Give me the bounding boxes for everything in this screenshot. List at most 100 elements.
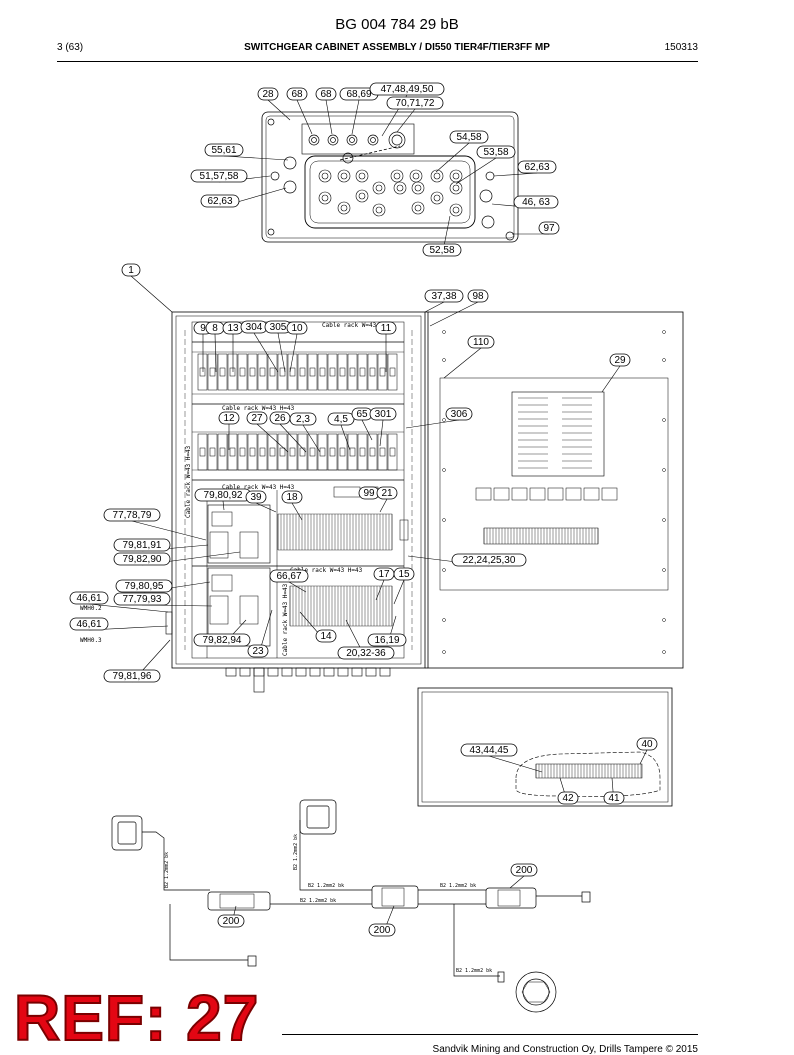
callout-balloon [193,633,251,647]
callout-number: 47,48,49,50 [381,84,434,95]
cable-gland [318,169,332,183]
cable-gland [411,181,425,195]
cabinet-section-view [417,687,673,807]
callout-number: 79,81,91 [123,540,162,551]
callout-number: 97 [543,223,555,234]
callout-number: 20,32-36 [346,648,386,659]
callout-number: 305 [270,322,287,333]
callout-number: 11 [381,323,392,334]
leader-line [424,301,445,313]
leader-line [639,749,648,765]
callout-balloon [451,553,527,567]
callout-balloon [517,160,557,174]
circuit-breaker [317,433,328,471]
callout-balloon [281,490,303,504]
leader-line [130,275,173,313]
callout-number: 18 [286,492,298,503]
circuit-breaker [357,353,368,391]
date-code: 150313 [664,42,698,53]
callout-number: 98 [472,291,484,302]
leader-line [288,581,307,593]
callout-balloon [113,592,171,606]
callout-balloon [113,552,171,566]
circuit-breaker [287,433,298,471]
cable-gland [253,667,265,677]
callout-number: 42 [562,793,574,804]
callout-balloon [445,407,473,421]
relay [601,487,618,501]
wire-spec-label: B2 1.2mm2 bk [164,852,170,888]
leader-line [279,423,307,453]
circuit-breaker [297,353,308,391]
callout-number: 14 [320,631,332,642]
circuit-breaker [297,433,308,471]
callout-number: 200 [374,925,391,936]
cable-gland [355,169,369,183]
circuit-breaker [287,353,298,391]
leader-line [291,502,303,521]
callout-number: 40 [641,739,653,750]
circuit-breaker [207,433,218,471]
circuit-breaker [377,353,388,391]
footer-rule [282,1034,698,1035]
cable-gland [337,201,351,215]
callout-number: 16,19 [374,635,399,646]
callout-number: 12 [223,413,235,424]
callout-balloon [386,96,444,110]
circuit-breaker [357,433,368,471]
cable-gland [411,201,425,215]
reference-label: REF: 27 [13,982,260,1054]
callout-number: 79,80,95 [125,581,164,592]
wire-spec-label: B2 1.2mm2 bk [456,968,492,974]
circuit-breaker [347,433,358,471]
leader-line [405,419,460,429]
cable-gland [393,181,407,195]
callout-number: 15 [398,569,410,580]
callout-number: 28 [262,89,274,100]
leader-line [379,419,384,447]
circuit-breaker [247,433,258,471]
cable-gland [318,191,332,205]
relay [565,487,582,501]
callout-balloon [257,87,279,101]
callout-balloon [69,591,109,605]
cable-gland [430,169,444,183]
leader-line [253,332,279,373]
leader-line [267,99,291,121]
circuit-breaker [337,353,348,391]
callout-balloon [204,143,244,157]
callout-balloon [115,579,173,593]
circuit-breaker [387,353,398,391]
circuit-breaker [277,433,288,471]
circuit-breaker [317,353,328,391]
callout-number: 51,57,58 [200,171,239,182]
circuit-breaker [367,353,378,391]
cable-gland [390,169,404,183]
relay [511,487,528,501]
callout-balloon [113,538,171,552]
leader-line [509,875,525,889]
wire-marker-label: WMH0.2 [80,605,102,612]
callout-number: 52,58 [429,245,454,256]
callout-number: 21 [381,488,393,499]
callout-number: 110 [473,337,489,348]
callout-balloon [603,791,625,805]
callout-balloon [422,243,462,257]
page-indicator: 3 (63) [57,42,84,53]
circuit-breaker [197,433,208,471]
callout-number: 77,79,93 [123,594,162,605]
callout-number: 41 [608,793,620,804]
callout-balloon [369,82,445,96]
cable-harness [111,799,591,1013]
circuit-breaker [327,353,338,391]
cable-gland [337,169,351,183]
cable-rack-label: Cable rack W=43 H=43 [222,405,295,412]
callout-balloon [449,130,489,144]
cable-gland [323,667,335,677]
callout-balloon [121,263,141,277]
callout-number: 10 [291,323,303,334]
header-rule [57,61,698,62]
callout-balloon [286,87,308,101]
callout-balloon [315,87,337,101]
callout-number: 68,69 [346,89,371,100]
